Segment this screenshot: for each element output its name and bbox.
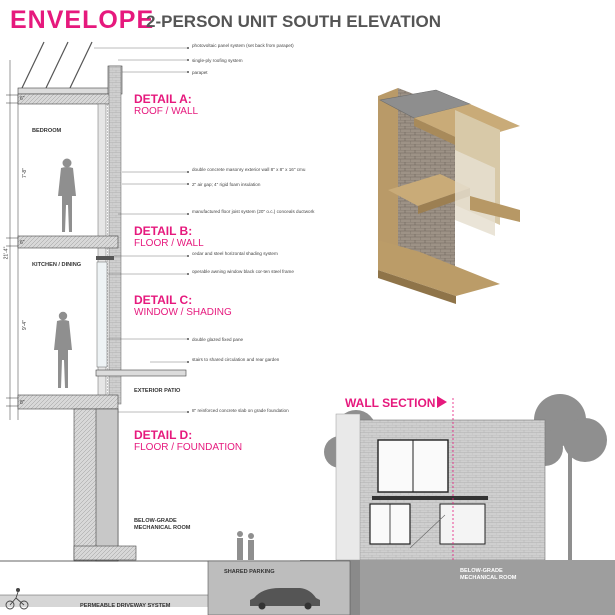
room-driveway: PERMEABLE DRIVEWAY SYSTEM — [80, 603, 171, 609]
room-mech-left: BELOW-GRADE MECHANICAL ROOM — [134, 518, 191, 531]
room-parking: SHARED PARKING — [224, 569, 275, 575]
page-subtitle: 2-PERSON UNIT SOUTH ELEVATION — [146, 12, 442, 31]
room-patio: EXTERIOR PATIO — [134, 388, 181, 394]
note-shading: cedar and steel horizontal shading syste… — [192, 251, 278, 256]
dim-8: 8" — [20, 400, 25, 406]
dim-21-4: 21'-4" — [3, 246, 10, 260]
dim-6-top: 6" — [20, 96, 25, 102]
note-pv-panel: photovoltaic panel system (set back from… — [192, 43, 294, 48]
note-fixed-pane: double glazed fixed pane — [192, 337, 244, 342]
detail-a-title: DETAIL A: — [134, 92, 192, 106]
detail-c-title: DETAIL C: — [134, 293, 193, 307]
detail-b-subtitle: FLOOR / WALL — [134, 238, 204, 249]
detail-b-title: DETAIL B: — [134, 224, 193, 238]
note-air-gap: 2" air gap; 4" rigid foam insulation — [192, 182, 261, 187]
page-title: ENVELOPE — [10, 6, 155, 34]
dim-7-8: 7'-8" — [21, 168, 28, 178]
room-bedroom: BEDROOM — [32, 128, 62, 134]
dim-9-4: 9'-4" — [21, 320, 28, 330]
note-parapet: parapet — [192, 70, 208, 75]
wall-section-label: WALL SECTION — [345, 396, 436, 410]
note-masonry-wall: double concrete masonry exterior wall 8"… — [192, 167, 306, 172]
note-slab: 8" reinforced concrete slab on grade fou… — [192, 408, 289, 413]
note-floor-joist: manufactured floor joist system (20" o.c… — [192, 209, 315, 214]
note-stairs: stairs to shared circulation and rear ga… — [192, 357, 280, 362]
detail-a-subtitle: ROOF / WALL — [134, 106, 199, 117]
room-mech-right: BELOW-GRADE MECHANICAL ROOM — [460, 568, 517, 581]
detail-d-title: DETAIL D: — [134, 428, 193, 442]
detail-c-subtitle: WINDOW / SHADING — [134, 307, 232, 318]
note-roofing: single-ply roofing system — [192, 58, 243, 63]
note-awning-window: operable awning window black cor-ten ste… — [192, 269, 294, 274]
elevation-drawing — [5, 394, 615, 615]
detail-model-3d — [378, 88, 520, 304]
detail-d-subtitle: FLOOR / FOUNDATION — [134, 442, 243, 453]
room-kitchen: KITCHEN / DINING — [32, 262, 82, 268]
dim-6-mid: 6" — [20, 240, 25, 246]
